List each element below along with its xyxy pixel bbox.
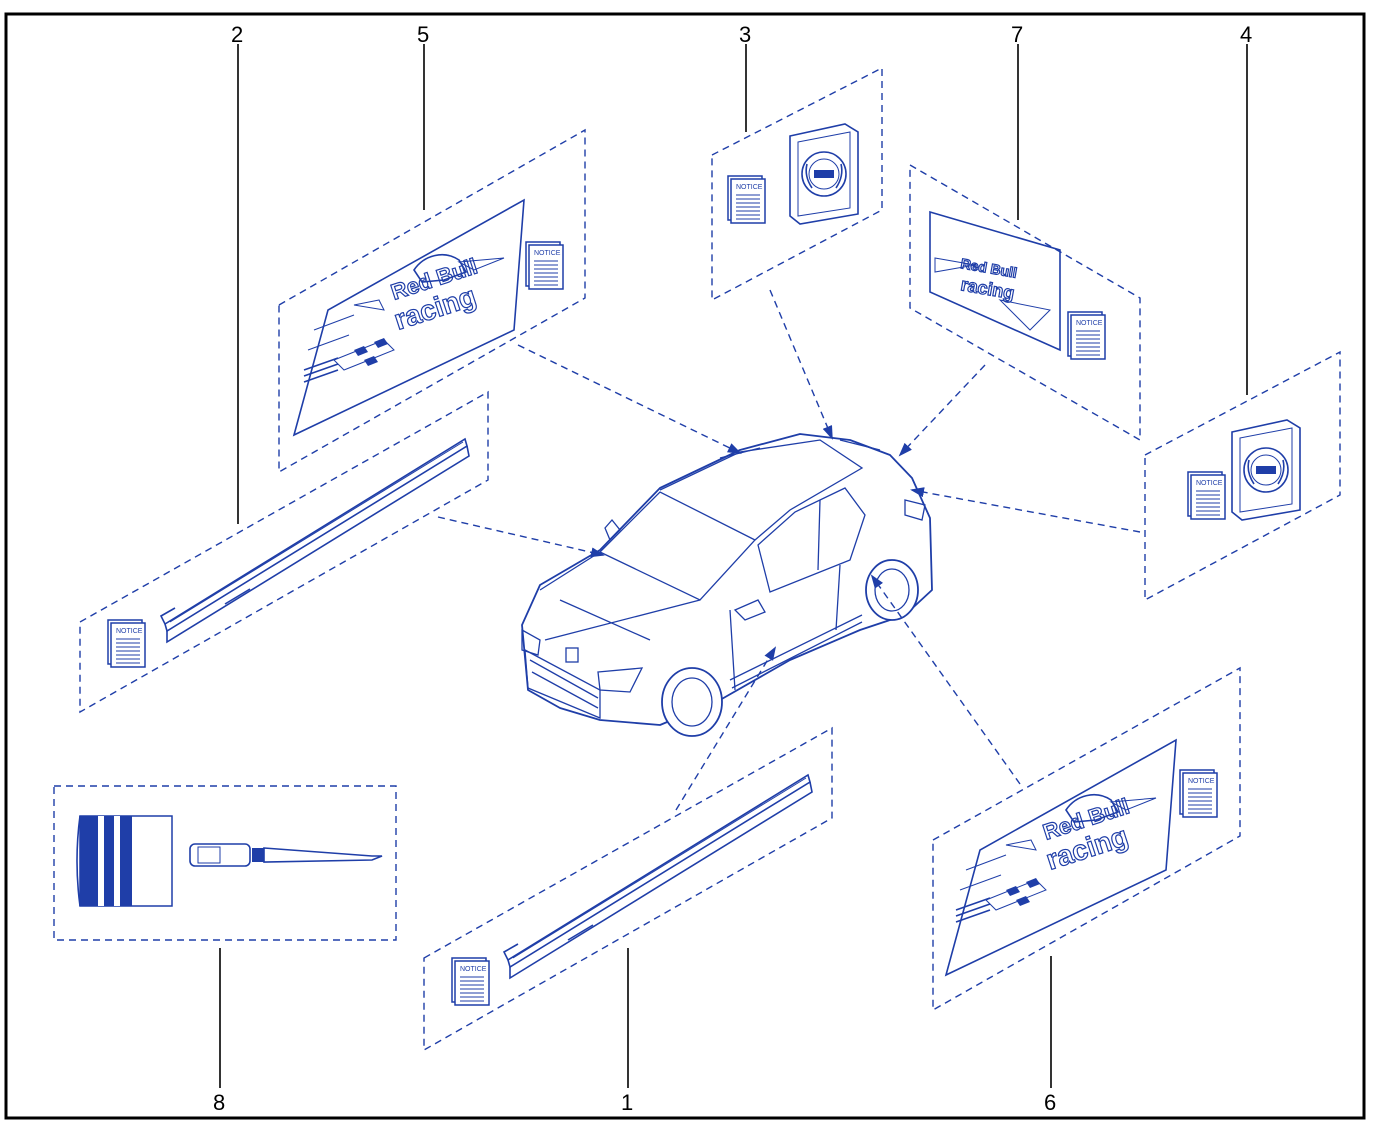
squeegee-icon	[76, 815, 173, 907]
callout-3: 3	[739, 22, 751, 47]
panel-1-sill-strip	[423, 726, 833, 1052]
panel-7-rear-decal: Red Bull racing	[909, 163, 1141, 442]
callout-4: 4	[1240, 22, 1252, 47]
notice-booklet-icon	[1067, 311, 1106, 360]
panel-4-badge	[1144, 350, 1341, 602]
drawing-frame	[4, 12, 1366, 1120]
leader-lines	[219, 44, 1248, 1088]
panel-2-sill-strip	[79, 390, 489, 714]
notice-booklet-icon	[727, 175, 766, 224]
door-sill-strip-icon	[503, 774, 813, 979]
callout-1: 1	[621, 1090, 633, 1115]
panel-6-decal-kit	[932, 666, 1241, 1012]
callout-numbers: 2 5 3 7 4 8 1 6	[213, 22, 1252, 1115]
callout-8: 8	[213, 1090, 225, 1115]
notice-booklet-icon	[1187, 471, 1226, 520]
callout-6: 6	[1044, 1090, 1056, 1115]
callout-2: 2	[231, 22, 243, 47]
decal-icon	[293, 199, 525, 436]
notice-booklet-icon	[1179, 769, 1218, 818]
car-icon	[521, 433, 933, 737]
door-sill-strip-icon	[160, 438, 470, 643]
badge-icon	[1231, 419, 1301, 521]
panel-3-badge	[711, 66, 883, 302]
notice-booklet-icon	[525, 241, 564, 290]
panel-5-decal-kit	[278, 128, 586, 474]
notice-booklet-icon	[451, 957, 490, 1006]
pointer-arrows	[437, 289, 1141, 811]
notice-booklet-icon	[107, 619, 146, 668]
badge-icon	[789, 123, 859, 225]
callout-5: 5	[417, 22, 429, 47]
callout-7: 7	[1011, 22, 1023, 47]
cutter-knife-icon	[189, 843, 383, 867]
decal-icon	[945, 739, 1177, 976]
panel-8-tools	[53, 785, 397, 941]
